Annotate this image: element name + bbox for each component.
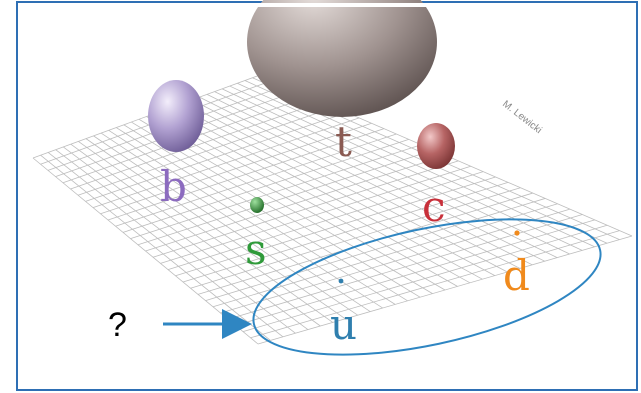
label-s: s (245, 225, 267, 274)
grid-line (145, 155, 447, 252)
grid-line (257, 235, 633, 345)
top-crop-mask (18, 3, 636, 7)
label-d: d (503, 251, 530, 300)
grid-line (220, 208, 571, 314)
grid-line (229, 85, 583, 251)
strange-quark-sphere (250, 197, 264, 213)
bottom-quark-sphere (148, 80, 204, 152)
label-c: c (422, 182, 446, 231)
up-quark-sphere (338, 278, 344, 284)
label-t: t (335, 117, 352, 166)
top-quark-sphere (247, 0, 437, 117)
light-quark-highlight (252, 218, 602, 356)
charm-quark-sphere (417, 123, 455, 169)
grid-line (235, 219, 595, 326)
credit-text: M. Lewicki (500, 99, 544, 136)
grid-line (153, 113, 458, 287)
grid-line (242, 224, 608, 332)
grid-line (250, 230, 620, 339)
label-b: b (160, 162, 187, 211)
question-mark: ? (108, 306, 127, 344)
grid-line (227, 214, 583, 320)
down-quark-sphere (514, 230, 520, 236)
grid-line (191, 99, 520, 269)
grid-line (152, 160, 459, 258)
label-u: u (330, 300, 357, 349)
